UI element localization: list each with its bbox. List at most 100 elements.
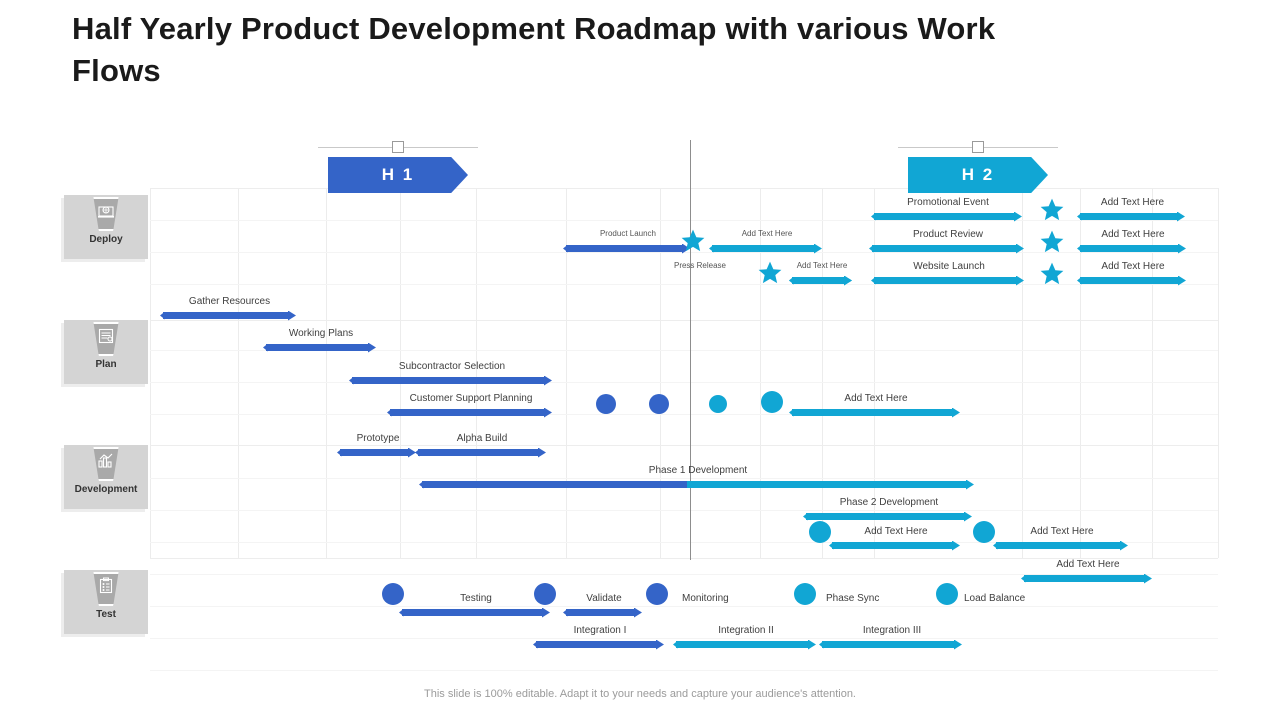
milestone-dot-icon[interactable] (596, 394, 616, 414)
task-bar[interactable] (1021, 573, 1152, 584)
task-bar[interactable] (387, 407, 552, 418)
task-label: Add Text Here (1101, 229, 1165, 240)
milestone-dot-icon[interactable] (649, 394, 669, 414)
task-label: Add Text Here (1100, 197, 1165, 208)
milestone-star-icon[interactable] (1039, 229, 1065, 260)
milestone-star-icon[interactable] (757, 260, 783, 291)
task-bar[interactable] (819, 639, 962, 650)
task-label: Gather Resources (188, 296, 271, 307)
grid-column-line (874, 188, 875, 558)
task-bar[interactable] (399, 607, 550, 618)
swimlane-label: Test (96, 609, 116, 620)
task-label: Subcontractor Selection (398, 361, 506, 372)
task-label: Integration I (573, 625, 627, 636)
task-bar[interactable] (869, 243, 1024, 254)
grid-column-line (822, 188, 823, 558)
milestone-dot-icon[interactable] (534, 583, 556, 605)
page-title: Half Yearly Product Development Roadmap … (72, 11, 996, 88)
task-bar[interactable] (263, 342, 376, 353)
task-label: Phase Sync (826, 593, 880, 604)
task-bar[interactable] (803, 511, 972, 522)
grid-column-line (326, 188, 327, 558)
task-bar[interactable] (1077, 243, 1186, 254)
grid-column-line (660, 188, 661, 558)
task-bar[interactable] (871, 275, 1024, 286)
task-label: Testing (460, 593, 492, 604)
milestone-dot-icon[interactable] (709, 395, 727, 413)
task-label: Press Release (673, 261, 727, 270)
task-label: Load Balance (964, 593, 1026, 604)
plan-icon (91, 322, 121, 356)
task-label: Promotional Event (907, 197, 989, 208)
grid-row-line (150, 414, 1218, 415)
grid-column-line (1152, 188, 1153, 558)
task-bar[interactable] (1077, 211, 1185, 222)
milestone-dot-icon[interactable] (809, 521, 831, 543)
half-period-2[interactable]: H 2 (898, 128, 1058, 193)
milestone-dot-icon[interactable] (794, 583, 816, 605)
task-label: Website Launch (913, 261, 985, 272)
half-period-label: H 1 (328, 157, 468, 193)
task-bar[interactable] (709, 243, 822, 254)
grid-row-line (150, 558, 1218, 559)
task-bar[interactable] (349, 375, 552, 386)
half-period-1[interactable]: H 1 (318, 128, 478, 193)
milestone-dot-icon[interactable] (761, 391, 783, 413)
grid-column-line (760, 188, 761, 558)
milestone-star-icon[interactable] (1039, 197, 1065, 228)
task-label: Add Text Here (864, 526, 928, 537)
task-bar[interactable] (160, 310, 296, 321)
task-bar[interactable] (789, 407, 960, 418)
grid-row-line (150, 252, 1218, 253)
task-label: Alpha Build (456, 433, 508, 444)
grid-column-line (400, 188, 401, 558)
grid-column-line (1218, 188, 1219, 558)
swimlane-chip-deploy[interactable]: Deploy (64, 195, 148, 259)
milestone-dot-icon[interactable] (936, 583, 958, 605)
half-period-marker-icon (392, 141, 404, 153)
task-label: Customer Support Planning (409, 393, 533, 404)
task-bar[interactable] (829, 540, 960, 551)
task-label: Add Text Here (1030, 526, 1094, 537)
milestone-dot-icon[interactable] (646, 583, 668, 605)
grid-column-line (1022, 188, 1023, 558)
grid-row-line (150, 574, 1218, 575)
task-bar[interactable] (563, 243, 690, 254)
task-label: Add Text Here (796, 261, 848, 270)
swimlane-label: Deploy (89, 234, 123, 245)
swimlane-label: Development (74, 484, 138, 495)
swimlane-chip-plan[interactable]: Plan (64, 320, 148, 384)
grid-row-line (150, 510, 1218, 511)
task-bar[interactable] (789, 275, 852, 286)
milestone-star-icon[interactable] (680, 228, 706, 259)
task-label: Prototype (356, 433, 400, 444)
task-label: Phase 1 Development (648, 465, 748, 476)
deploy-icon (91, 197, 121, 231)
task-bar[interactable] (1077, 275, 1186, 286)
grid-row-line (150, 606, 1218, 607)
task-bar[interactable] (871, 211, 1022, 222)
grid-row-line (150, 670, 1218, 671)
task-label: Monitoring (682, 593, 729, 604)
task-bar[interactable] (563, 607, 642, 618)
task-bar[interactable] (419, 479, 974, 490)
task-bar[interactable] (415, 447, 546, 458)
half-period-marker-icon (972, 141, 984, 153)
milestone-star-icon[interactable] (1039, 261, 1065, 292)
task-bar[interactable] (993, 540, 1128, 551)
swimlane-chip-development[interactable]: Development (64, 445, 148, 509)
swimlane-label: Plan (95, 359, 117, 370)
grid-row-line (150, 445, 1218, 446)
task-label: Product Launch (599, 229, 657, 238)
milestone-dot-icon[interactable] (382, 583, 404, 605)
task-bar[interactable] (533, 639, 664, 650)
swimlane-chip-test[interactable]: Test (64, 570, 148, 634)
milestone-dot-icon[interactable] (973, 521, 995, 543)
grid-column-line (150, 188, 151, 558)
grid-row-line (150, 188, 1218, 189)
task-bar[interactable] (673, 639, 816, 650)
task-bar[interactable] (337, 447, 416, 458)
editable-note: This slide is 100% editable. Adapt it to… (424, 688, 856, 700)
task-label: Phase 2 Development (839, 497, 939, 508)
